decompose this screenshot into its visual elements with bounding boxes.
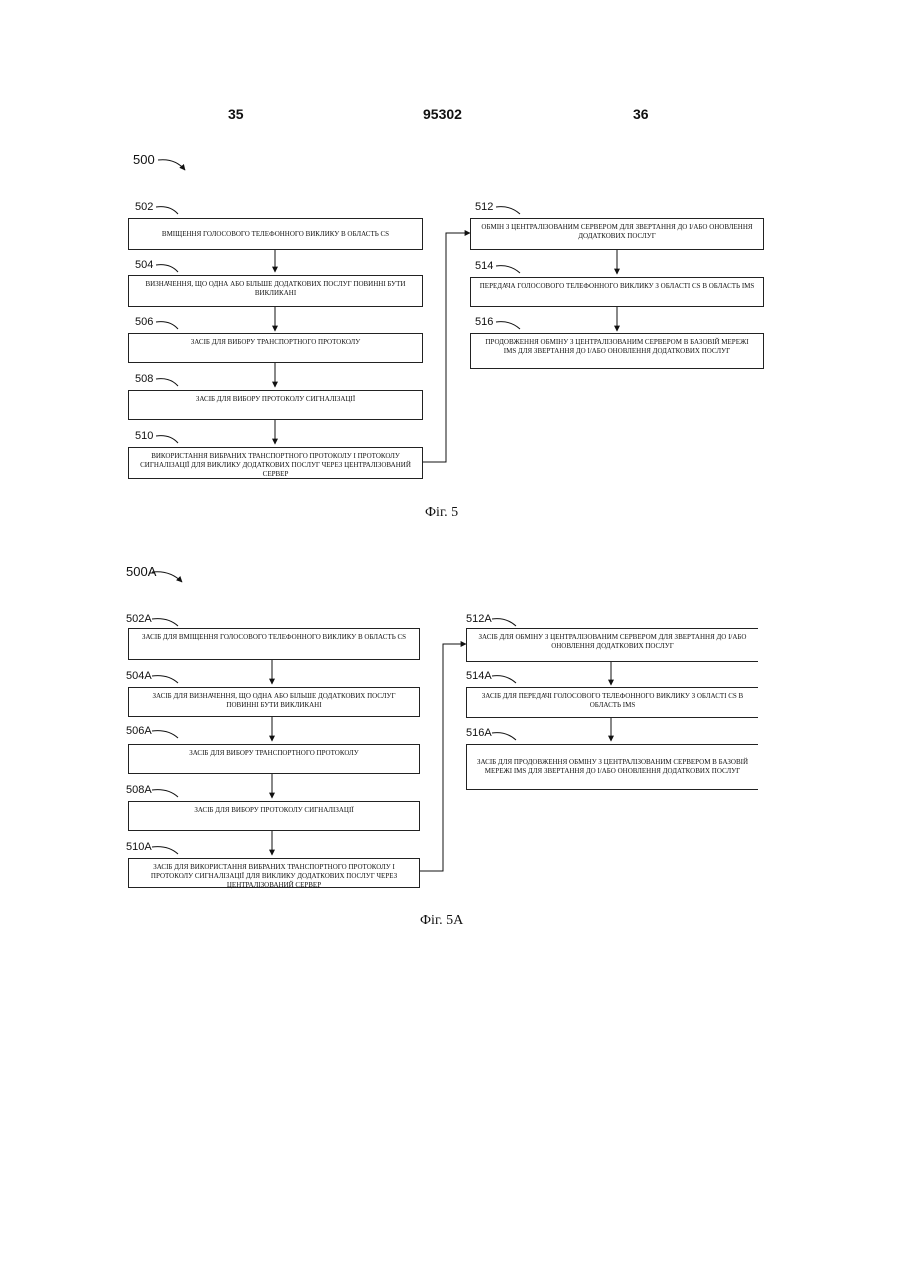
step-512-id: 512 bbox=[475, 201, 493, 213]
step-504a-box: засіб для визначення, що одна або більше… bbox=[128, 687, 420, 717]
tag-leader-516 bbox=[496, 322, 520, 329]
tag-leader-512a bbox=[492, 619, 516, 626]
step-502a-id: 502A bbox=[126, 613, 152, 625]
step-516a-box: засіб для продовження обміну з централіз… bbox=[466, 744, 758, 790]
step-514a-box: засіб для передачі голосового телефонног… bbox=[466, 687, 758, 718]
step-506-box: засіб для вибору транспортного протоколу bbox=[128, 333, 423, 363]
fig5-ref-pointer bbox=[158, 160, 185, 170]
fig5-caption: Фіг. 5 bbox=[425, 505, 458, 521]
step-504a-text: засіб для визначення, що одна або більше… bbox=[137, 692, 411, 710]
tag-leader-516a bbox=[492, 733, 516, 740]
step-502a-box: засіб для вміщення голосового телефонног… bbox=[128, 628, 420, 660]
tag-leader-514a bbox=[492, 676, 516, 683]
step-512-text: обмін з централізованим сервером для зве… bbox=[479, 223, 755, 241]
tag-leader-502a bbox=[152, 619, 178, 626]
step-516-text: продовження обміну з централізованим сер… bbox=[479, 338, 755, 356]
step-516a-id: 516A bbox=[466, 727, 492, 739]
step-510a-id: 510A bbox=[126, 841, 152, 853]
step-510-id: 510 bbox=[135, 430, 153, 442]
step-504-box: визначення, що одна або більше додаткови… bbox=[128, 275, 423, 307]
tag-leader-506 bbox=[156, 322, 178, 329]
fig5-reference-number: 500 bbox=[133, 152, 155, 167]
tag-leader-508a bbox=[152, 790, 178, 797]
arrow-510a-512a bbox=[420, 644, 466, 871]
step-510-box: використання вибраних транспортного прот… bbox=[128, 447, 423, 479]
step-514-box: передача голосового телефонного виклику … bbox=[470, 277, 764, 307]
tag-leader-512 bbox=[496, 207, 520, 214]
step-508-box: засіб для вибору протоколу сигналізації bbox=[128, 390, 423, 420]
step-516a-text: засіб для продовження обміну з централіз… bbox=[475, 758, 750, 776]
tag-leader-502 bbox=[156, 207, 178, 214]
step-508-id: 508 bbox=[135, 373, 153, 385]
fig5a-ref-pointer bbox=[152, 572, 182, 582]
step-506a-text: засіб для вибору транспортного протоколу bbox=[189, 749, 359, 758]
step-502a-text: засіб для вміщення голосового телефонног… bbox=[142, 633, 406, 642]
step-514-id: 514 bbox=[475, 260, 493, 272]
step-504a-id: 504A bbox=[126, 670, 152, 682]
step-510a-box: засіб для використання вибраних транспор… bbox=[128, 858, 420, 888]
step-510-text: використання вибраних транспортного прот… bbox=[137, 452, 414, 479]
step-514a-id: 514A bbox=[466, 670, 492, 682]
step-514-text: передача голосового телефонного виклику … bbox=[480, 282, 755, 291]
fig5a-reference-number: 500A bbox=[126, 564, 156, 579]
step-512a-id: 512A bbox=[466, 613, 492, 625]
step-506a-box: засіб для вибору транспортного протоколу bbox=[128, 744, 420, 774]
step-506-text: засіб для вибору транспортного протоколу bbox=[191, 338, 361, 347]
step-510a-text: засіб для використання вибраних транспор… bbox=[137, 863, 411, 890]
tag-leader-514 bbox=[496, 266, 520, 273]
step-502-text: вміщення голосового телефонного виклику … bbox=[162, 230, 389, 239]
arrow-510-512 bbox=[423, 233, 470, 462]
step-504-text: визначення, що одна або більше додаткови… bbox=[137, 280, 414, 298]
tag-leader-504a bbox=[152, 676, 178, 683]
tag-leader-508 bbox=[156, 379, 178, 386]
step-502-id: 502 bbox=[135, 201, 153, 213]
step-504-id: 504 bbox=[135, 259, 153, 271]
step-512a-text: засіб для обміну з централізованим серве… bbox=[475, 633, 750, 651]
step-506a-id: 506A bbox=[126, 725, 152, 737]
step-508a-text: засіб для вибору протоколу сигналізації bbox=[194, 806, 353, 815]
step-516-box: продовження обміну з централізованим сер… bbox=[470, 333, 764, 369]
step-502-box: вміщення голосового телефонного виклику … bbox=[128, 218, 423, 250]
step-512-box: обмін з централізованим сервером для зве… bbox=[470, 218, 764, 250]
tag-leader-510 bbox=[156, 436, 178, 443]
step-516-id: 516 bbox=[475, 316, 493, 328]
step-514a-text: засіб для передачі голосового телефонног… bbox=[475, 692, 750, 710]
step-508-text: засіб для вибору протоколу сигналізації bbox=[196, 395, 355, 404]
fig5a-caption: Фіг. 5А bbox=[420, 913, 463, 929]
tag-leader-506a bbox=[152, 731, 178, 738]
step-508a-box: засіб для вибору протоколу сигналізації bbox=[128, 801, 420, 831]
step-506-id: 506 bbox=[135, 316, 153, 328]
step-508a-id: 508A bbox=[126, 784, 152, 796]
tag-leader-504 bbox=[156, 265, 178, 272]
tag-leader-510a bbox=[152, 847, 178, 854]
step-512a-box: засіб для обміну з централізованим серве… bbox=[466, 628, 758, 662]
